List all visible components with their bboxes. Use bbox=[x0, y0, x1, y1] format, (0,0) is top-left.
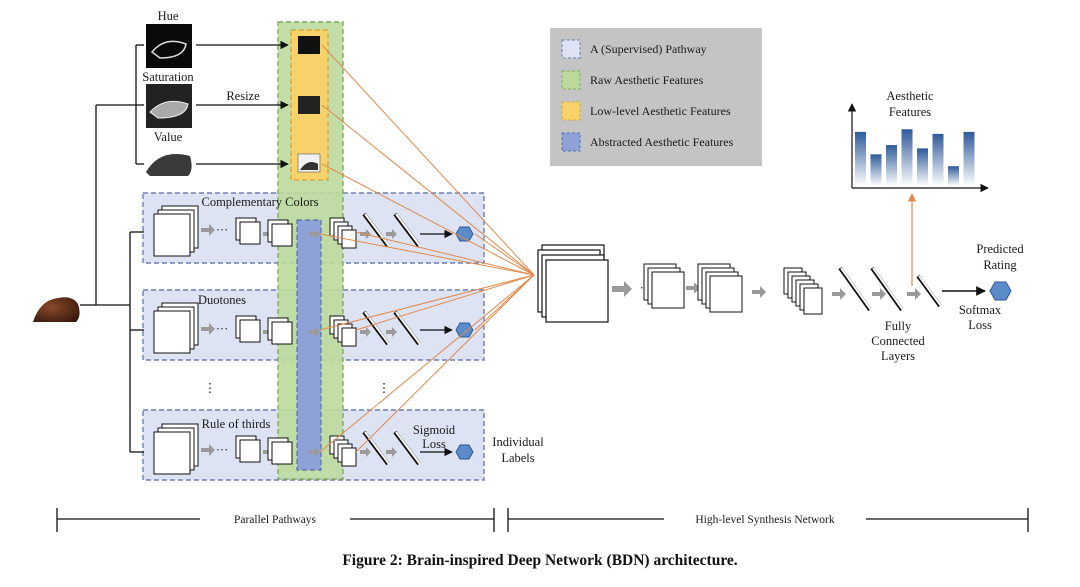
feature-bar bbox=[948, 166, 959, 186]
softmax-label-1: Softmax bbox=[959, 303, 1002, 317]
sigmoid-loss-label-1: Sigmoid bbox=[413, 423, 456, 437]
legend-label-abstracted: Abstracted Aesthetic Features bbox=[590, 135, 734, 149]
saturation-label: Saturation bbox=[142, 70, 194, 84]
feature-bar bbox=[932, 133, 944, 186]
legend-swatch-raw bbox=[561, 70, 581, 90]
feature-bar bbox=[917, 148, 928, 186]
bdn-architecture-diagram: Hue Saturation Value Resize bbox=[33, 9, 1029, 532]
fc-label-1: Fully bbox=[885, 319, 912, 333]
value-label: Value bbox=[154, 130, 183, 144]
legend-label-supervised: A (Supervised) Pathway bbox=[590, 42, 707, 56]
feature-bar bbox=[855, 131, 866, 186]
legend-swatch-supervised bbox=[561, 39, 581, 59]
predicted-rating-label-2: Rating bbox=[983, 258, 1017, 272]
feature-bar bbox=[870, 154, 882, 186]
aesthetic-features-label-1: Aesthetic bbox=[886, 89, 934, 103]
fc-label-3: Layers bbox=[881, 349, 915, 363]
pathway-complementary: ··· bbox=[153, 205, 474, 257]
output-hexagon bbox=[455, 226, 474, 242]
aesthetic-features-chart bbox=[847, 103, 989, 193]
synthesis-network-label: High-level Synthesis Network bbox=[695, 514, 835, 526]
ellipsis-right: ⋮ bbox=[378, 381, 391, 395]
legend-label-raw: Raw Aesthetic Features bbox=[590, 73, 704, 87]
input-shoe-image bbox=[33, 297, 80, 322]
saturation-image bbox=[146, 84, 192, 128]
predicted-rating-label-1: Predicted bbox=[976, 242, 1024, 256]
pathway-rule-of-thirds: ··· bbox=[153, 423, 474, 475]
feature-convergence-lines bbox=[319, 44, 535, 453]
hue-label: Hue bbox=[158, 9, 179, 23]
feature-bars bbox=[855, 129, 975, 186]
output-hexagon bbox=[455, 444, 474, 460]
legend-label-low-level: Low-level Aesthetic Features bbox=[590, 104, 731, 118]
sigmoid-loss-label-2: Loss bbox=[422, 437, 446, 451]
legend: A (Supervised) Pathway Raw Aesthetic Fea… bbox=[550, 28, 762, 166]
svg-text:···: ··· bbox=[216, 322, 229, 336]
legend-swatch-abstracted bbox=[561, 132, 581, 152]
ellipsis-left: ⋮ bbox=[204, 381, 217, 395]
svg-text:···: ··· bbox=[216, 223, 229, 237]
duotones-label: Duotones bbox=[198, 293, 246, 307]
complementary-colors-label: Complementary Colors bbox=[202, 195, 319, 209]
feature-bar bbox=[886, 145, 897, 186]
aesthetic-features-label-2: Features bbox=[889, 105, 931, 119]
resize-label: Resize bbox=[226, 89, 260, 103]
rule-of-thirds-label: Rule of thirds bbox=[202, 417, 271, 431]
synthesis-network: ··· bbox=[537, 193, 1012, 323]
individual-labels-label-1: Individual bbox=[492, 435, 544, 449]
legend-swatch-low-level bbox=[561, 101, 581, 121]
bottom-brackets bbox=[56, 508, 1029, 532]
abstracted-features-column bbox=[296, 219, 322, 471]
individual-labels-label-2: Labels bbox=[501, 451, 534, 465]
figure-caption: Figure 2: Brain-inspired Deep Network (B… bbox=[342, 552, 738, 569]
predicted-rating-hexagon bbox=[989, 281, 1012, 301]
feature-bar bbox=[901, 129, 913, 186]
output-hexagon bbox=[455, 322, 474, 338]
softmax-label-2: Loss bbox=[968, 318, 992, 332]
value-image bbox=[146, 154, 192, 176]
fc-label-2: Connected bbox=[871, 334, 925, 348]
parallel-pathways-label: Parallel Pathways bbox=[234, 514, 317, 526]
svg-text:···: ··· bbox=[216, 443, 229, 457]
feature-bar bbox=[963, 131, 975, 186]
hue-image bbox=[146, 24, 192, 68]
